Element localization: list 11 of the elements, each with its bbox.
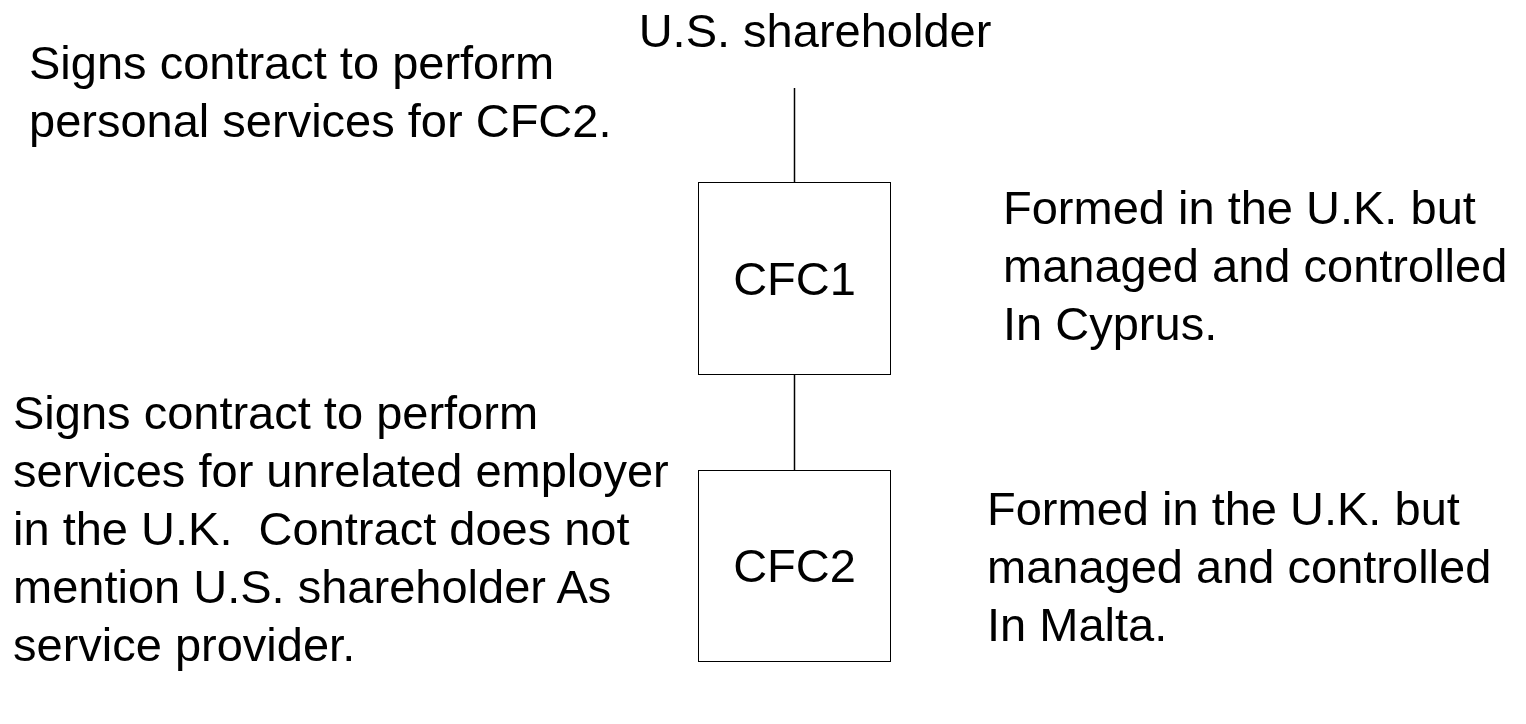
entity-note: Formed in the U.K. but managed and controlled In Cyprus. bbox=[1003, 180, 1509, 352]
entity-box bbox=[698, 182, 891, 375]
connector-line bbox=[793, 374, 796, 471]
connector-line bbox=[793, 87, 796, 183]
entity-name: CFC1 bbox=[733, 250, 856, 307]
entity-name: CFC2 bbox=[733, 538, 856, 594]
shareholder-label: U.S. shareholder bbox=[638, 3, 992, 59]
entity-note: Formed in the U.K. but managed and controlled In Malta. bbox=[987, 481, 1493, 653]
note-text: Signs contract to perform personal services for CFC2. bbox=[29, 35, 613, 149]
entity-box bbox=[698, 470, 891, 662]
note-text: Signs contract to perform services for unrelated employer in the U.K. Contract does not mention U.S. shareholder As service provider. bbox=[13, 385, 670, 673]
